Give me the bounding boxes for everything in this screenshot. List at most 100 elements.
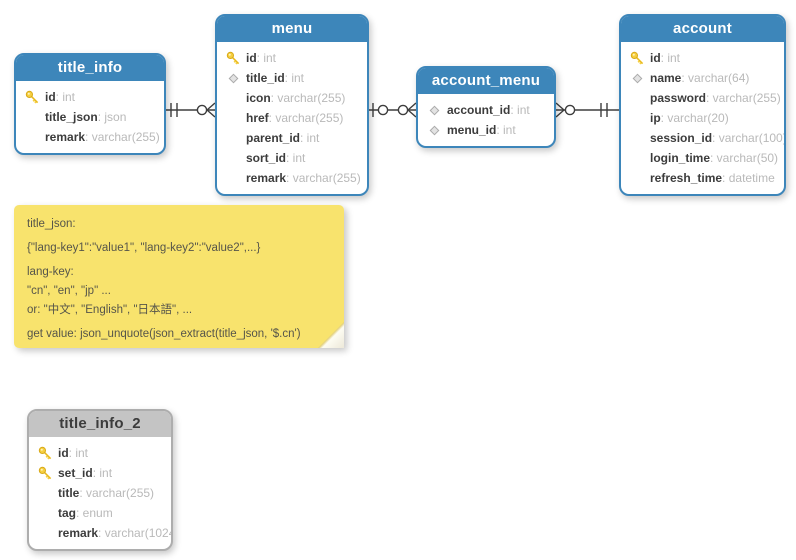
field-name: menu_id (447, 123, 497, 137)
field-type: : varchar(1024) (98, 526, 173, 540)
table-title[interactable]: account (621, 16, 784, 42)
field-row-tag[interactable]: tag: enum (35, 503, 165, 523)
blank-icon (629, 111, 645, 125)
field-name: parent_id (246, 131, 301, 145)
crows-foot-icon (555, 102, 566, 118)
field-row-icon[interactable]: icon: varchar(255) (223, 88, 361, 108)
note-line: {"lang-key1":"value1", "lang-key2":"valu… (27, 242, 261, 254)
field-row-parent_id[interactable]: parent_id: int (223, 128, 361, 148)
blank-icon (629, 151, 645, 165)
blank-icon (24, 130, 40, 144)
field-name: href (246, 111, 269, 125)
field-type: : int (92, 466, 113, 480)
field-type: : varchar(20) (660, 111, 729, 125)
field-row-remark[interactable]: remark: varchar(255) (223, 168, 361, 188)
connector-account_menu-account[interactable] (555, 102, 620, 118)
table-title[interactable]: title_info_2 (29, 411, 171, 437)
field-name: icon (246, 91, 271, 105)
field-name: id (246, 51, 257, 65)
field-row-remark[interactable]: remark: varchar(1024) (35, 523, 171, 543)
field-row-name[interactable]: name: varchar(64) (627, 68, 778, 88)
note-line: "cn", "en", "jp" ... (27, 285, 111, 297)
blank-icon (37, 526, 53, 540)
field-row-id[interactable]: id: int (223, 48, 361, 68)
field-type: : datetime (722, 171, 775, 185)
field-name: sort_id (246, 151, 287, 165)
foreign-key-icon (629, 71, 645, 85)
field-type: : varchar(255) (79, 486, 155, 500)
field-type: : varchar(255) (85, 130, 160, 144)
blank-icon (225, 91, 241, 105)
blank-icon (629, 171, 645, 185)
cardinality-zero-circle (377, 104, 389, 116)
field-name: title (58, 486, 80, 500)
field-name: session_id (650, 131, 713, 145)
field-type: : varchar(255) (270, 91, 346, 105)
field-row-id[interactable]: id: int (627, 48, 778, 68)
field-type: : int (256, 51, 277, 65)
field-name: tag (58, 506, 76, 520)
table-title[interactable]: title_info (16, 55, 164, 81)
field-name: ip (650, 111, 661, 125)
foreign-key-icon (426, 123, 442, 137)
blank-icon (629, 131, 645, 145)
sticky-note[interactable]: title_json: {"lang-key1":"value1", "lang… (14, 205, 344, 348)
note-line: or: "中文", "English", "日本語", ... (27, 304, 193, 316)
blank-icon (225, 151, 241, 165)
field-name: account_id (447, 103, 511, 117)
blank-icon (37, 486, 53, 500)
table-title[interactable]: account_menu (418, 68, 554, 94)
field-row-title[interactable]: title: varchar(255) (35, 483, 165, 503)
field-row-password[interactable]: password: varchar(255) (627, 88, 781, 108)
primary-key-icon (225, 51, 241, 65)
field-type: : varchar(255) (286, 171, 361, 185)
field-name: name (650, 71, 682, 85)
field-row-id[interactable]: id: int (35, 443, 165, 463)
connector-title_info-menu[interactable] (166, 102, 216, 118)
field-name: refresh_time (650, 171, 723, 185)
field-row-menu_id[interactable]: menu_id: int (424, 120, 548, 140)
field-row-login_time[interactable]: login_time: varchar(50) (627, 148, 778, 168)
field-type: : int (55, 90, 76, 104)
field-type: : varchar(255) (268, 111, 344, 125)
field-row-title_id[interactable]: title_id: int (223, 68, 361, 88)
field-row-session_id[interactable]: session_id: varchar(100) (627, 128, 784, 148)
field-row-account_id[interactable]: account_id: int (424, 100, 548, 120)
primary-key-icon (37, 446, 53, 460)
primary-key-icon (24, 90, 40, 104)
connector-menu-account_menu[interactable] (369, 102, 417, 118)
primary-key-icon (629, 51, 645, 65)
blank-icon (629, 91, 645, 105)
field-row-title_json[interactable]: title_json: json (22, 107, 158, 127)
field-type: : int (300, 131, 320, 145)
field-type: : varchar(255) (706, 91, 781, 105)
field-type: : int (510, 103, 530, 117)
field-name: remark (246, 171, 287, 185)
field-row-sort_id[interactable]: sort_id: int (223, 148, 361, 168)
note-line: lang-key: (27, 266, 74, 278)
field-row-remark[interactable]: remark: varchar(255) (22, 127, 160, 147)
field-row-refresh_time[interactable]: refresh_time: datetime (627, 168, 778, 188)
foreign-key-icon (225, 71, 241, 85)
field-row-id[interactable]: id: int (22, 87, 158, 107)
primary-key-icon (37, 466, 53, 480)
field-row-href[interactable]: href: varchar(255) (223, 108, 361, 128)
field-type: : enum (76, 506, 113, 520)
blank-icon (225, 111, 241, 125)
field-type: : int (68, 446, 89, 460)
crows-foot-icon (406, 102, 417, 118)
foreign-key-icon (426, 103, 442, 117)
table-title[interactable]: menu (217, 16, 367, 42)
field-row-set_id[interactable]: set_id: int (35, 463, 165, 483)
field-row-ip[interactable]: ip: varchar(20) (627, 108, 778, 128)
field-name: remark (58, 526, 99, 540)
